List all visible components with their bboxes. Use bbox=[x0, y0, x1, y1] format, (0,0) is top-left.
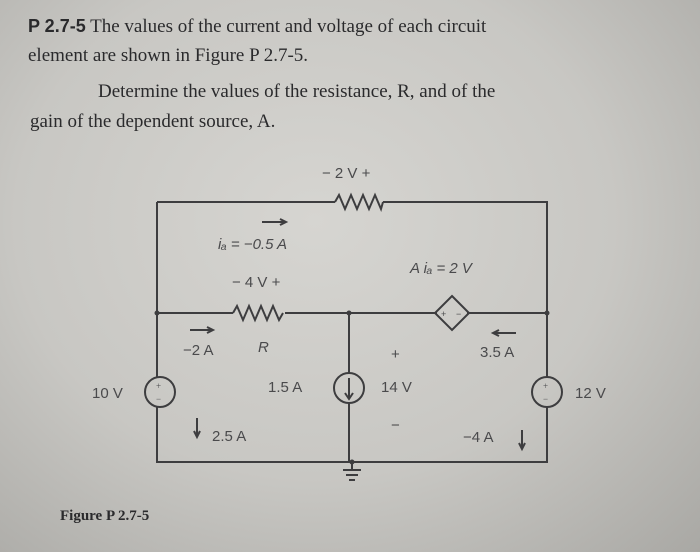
dependent-voltage-source: + − bbox=[433, 294, 471, 332]
current-source bbox=[333, 372, 365, 404]
right-source-voltage-label: 12 V bbox=[575, 385, 606, 402]
problem-line-3: Determine the values of the resistance, … bbox=[98, 81, 496, 102]
r-name-label: R bbox=[258, 339, 269, 356]
current-source-voltage-label: 14 V bbox=[381, 379, 412, 396]
right-voltage-source: +− bbox=[531, 376, 563, 408]
current-arrows bbox=[190, 218, 526, 452]
dependent-source-current-label: 3.5 A bbox=[480, 344, 514, 361]
current-source-label: 1.5 A bbox=[268, 379, 302, 396]
svg-text:−: − bbox=[543, 394, 548, 404]
svg-text:−: − bbox=[456, 309, 461, 319]
right-source-current-label: −4 A bbox=[463, 429, 493, 446]
svg-text:+: + bbox=[543, 381, 548, 391]
voltage-minus-sign: − bbox=[391, 417, 400, 434]
top-resistor bbox=[334, 192, 384, 212]
problem-line-2: element are shown in Figure P 2.7-5. bbox=[28, 45, 309, 66]
problem-text: The values of the current and voltage of… bbox=[90, 16, 487, 37]
resistor-r bbox=[232, 303, 284, 323]
left-source-voltage-label: 10 V bbox=[92, 385, 123, 402]
left-source-current-label: 2.5 A bbox=[212, 428, 246, 445]
problem-line-1: P 2.7-5 The values of the current and vo… bbox=[28, 16, 486, 38]
problem-line-4: gain of the dependent source, A. bbox=[30, 111, 276, 132]
ia-label: iₐ = −0.5 A bbox=[218, 236, 287, 253]
problem-number: P 2.7-5 bbox=[28, 16, 86, 36]
svg-text:+: + bbox=[441, 309, 446, 319]
voltage-plus-sign: + bbox=[391, 346, 400, 363]
svg-text:−: − bbox=[156, 394, 161, 404]
left-voltage-source: +− bbox=[144, 376, 176, 408]
r-current-label: −2 A bbox=[183, 342, 213, 359]
figure-caption: Figure P 2.7-5 bbox=[60, 508, 150, 524]
wires bbox=[156, 201, 548, 463]
top-resistor-voltage-label: − 2 V + bbox=[322, 165, 371, 182]
nodes bbox=[154, 310, 550, 465]
ground-symbol bbox=[343, 462, 361, 481]
r-voltage-label: − 4 V + bbox=[232, 274, 281, 291]
dependent-source-label: A iₐ = 2 V bbox=[409, 260, 474, 277]
svg-text:+: + bbox=[156, 381, 161, 391]
